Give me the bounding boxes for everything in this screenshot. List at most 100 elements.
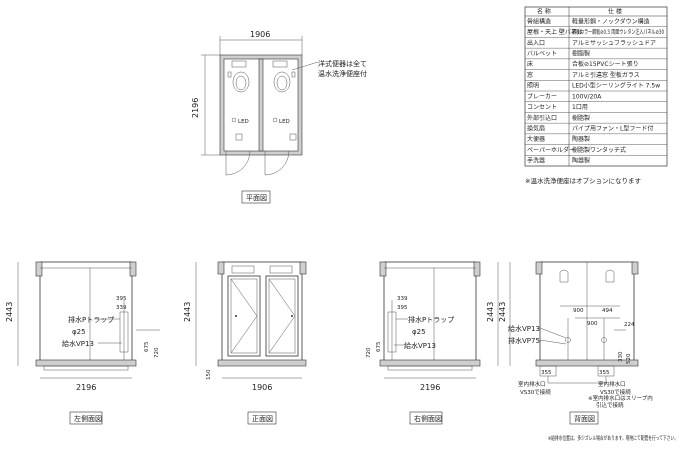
plan-view: LED LED 1906 2196 洋式便器は全て 温水洗浄便座付 平面図 xyxy=(191,30,367,204)
spec-row-name: コンセント xyxy=(527,104,557,111)
left-supply-label: 給水VP13 xyxy=(62,339,94,348)
spec-row-value: アルミ引違窓 型板ガラス xyxy=(572,71,640,79)
right-height-dim: 2443 xyxy=(486,302,495,322)
right-width-dim: 2196 xyxy=(420,383,440,392)
left-trap-label: 排水Pトラップ xyxy=(68,315,114,324)
left-dim-720: 720 xyxy=(154,347,160,358)
toilet-right xyxy=(272,60,291,93)
door-swing-left xyxy=(225,150,251,176)
spec-row-name: ブレーカー xyxy=(527,92,557,100)
spec-row-name: 外部引込口 xyxy=(527,114,557,122)
spec-row-value: アルミサッシュフラッシュドア xyxy=(572,40,656,47)
bottom-note: ※給排水位置は、多少ズレル場合があります。現地にて配管を行って下さい。 xyxy=(548,434,678,442)
door-swing-right xyxy=(264,150,290,176)
spec-row-value: 樹脂製 xyxy=(572,50,590,58)
front-width-dim: 1906 xyxy=(252,383,272,392)
spec-row-value: 陶器製 xyxy=(572,157,590,165)
right-dim-339: 339 xyxy=(397,296,408,302)
right-side-title: 右側面図 xyxy=(414,414,442,423)
back-drain-label: 排水VP75 xyxy=(508,336,540,345)
paper-holder-right xyxy=(291,71,296,78)
front-door-left xyxy=(227,275,261,357)
right-supply-label: 給水VP13 xyxy=(404,341,436,350)
spec-row-value: パイプ用ファン・L型フード付 xyxy=(572,125,653,133)
right-dim-675: 675 xyxy=(376,341,382,352)
back-inlet-note-1: ※室内排水口はスリーブ内 xyxy=(588,394,653,402)
plan-width-dim: 1906 xyxy=(250,30,270,39)
front-view: 1906 2443 150 正面図 xyxy=(183,261,307,425)
right-trap-label: 排水Pトラップ xyxy=(408,315,454,324)
vent-right xyxy=(289,133,297,141)
back-inlet-right-1: 室内排水口 xyxy=(598,380,626,388)
plan-partition xyxy=(258,58,264,152)
front-height-dim: 2443 xyxy=(183,302,192,322)
spec-row-name: 出入口 xyxy=(527,39,545,47)
back-inlet-note-2: 引込で接続 xyxy=(596,401,624,409)
spec-row-value: LED小型シーリングライト 7.5w xyxy=(572,82,660,90)
front-title: 正面図 xyxy=(252,415,273,423)
left-height-dim: 2443 xyxy=(5,302,14,322)
back-height-dim: 2443 xyxy=(498,302,507,322)
spec-row-name: 大便器 xyxy=(527,135,545,143)
spec-row-name: 床 xyxy=(527,60,533,68)
spec-row-value: 合板⊘15PVCシート張り xyxy=(572,60,639,68)
left-side-view: 2196 2443 395 339 排水Pトラップ φ25 給水VP13 675… xyxy=(5,261,160,425)
right-phi-25: φ25 xyxy=(412,328,426,336)
plan-note-line1: 洋式便器は全て xyxy=(318,59,367,68)
spec-row-value: 鋼板カラー鋼板⊘0.3 両面ウレタン注入パネル⊘30 xyxy=(572,28,664,36)
left-width-dim: 2196 xyxy=(76,383,96,392)
spec-row-name: バルベット xyxy=(527,51,557,58)
led-icon-left xyxy=(231,117,237,123)
back-title: 背面図 xyxy=(574,414,595,423)
toilet-left xyxy=(231,60,250,93)
left-phi-25: φ25 xyxy=(72,328,86,336)
spec-row-name: 骨組構造 xyxy=(527,17,551,25)
spec-row-value: 樹脂製 xyxy=(572,114,590,122)
spec-row-name: 窓 xyxy=(527,71,533,79)
spec-row-value: 1口用 xyxy=(572,104,588,111)
spec-row-value: 100V/20A xyxy=(572,93,602,100)
back-dim-224: 224 xyxy=(624,322,635,328)
led-label-right: LED xyxy=(279,119,290,125)
left-dim-675: 675 xyxy=(144,341,150,352)
back-supply-label: 給水VP13 xyxy=(508,324,540,333)
back-dim-900-b: 900 xyxy=(587,321,598,327)
spec-header-spec: 仕 様 xyxy=(608,8,622,16)
right-dim-720: 720 xyxy=(366,347,372,358)
right-dim-395: 395 xyxy=(397,305,408,311)
left-dim-339: 339 xyxy=(116,305,127,311)
spec-row-name: ペーパーホルダー xyxy=(527,146,575,154)
spec-footnote: ※温水洗浄便座はオプションになります xyxy=(525,176,641,185)
back-dim-900-a: 900 xyxy=(573,308,584,314)
spec-row-name: 換気扇 xyxy=(527,125,545,133)
spec-row-value: 陶器製 xyxy=(572,135,590,143)
back-dim-355-b: 355 xyxy=(599,370,610,376)
spec-header-name: 名 称 xyxy=(537,8,551,16)
left-side-title: 左側面図 xyxy=(74,414,102,423)
plan-height-dim: 2196 xyxy=(191,98,200,118)
paper-holder-left xyxy=(227,71,232,78)
spec-row-name: 屋根・天上 壁パネル xyxy=(527,28,583,36)
plan-title: 平面図 xyxy=(246,194,267,202)
front-dim-150: 150 xyxy=(206,369,212,380)
back-dim-494: 494 xyxy=(602,308,613,314)
back-inlet-right-2: VS30で接続 xyxy=(600,388,631,396)
led-label-left: LED xyxy=(238,119,249,125)
spec-row-value: 樹脂製ワンタッチ式 xyxy=(572,146,626,154)
vent-left xyxy=(235,133,243,141)
spec-row-value: 軽量形鋼・ノックダウン構造 xyxy=(572,17,650,25)
right-side-view: 2196 2443 720 675 339 395 排水Pトラップ φ25 給水… xyxy=(366,261,499,425)
front-door-right xyxy=(265,275,299,357)
plan-note-line2: 温水洗浄便座付 xyxy=(318,69,367,78)
left-dim-395: 395 xyxy=(116,296,127,302)
back-view: 900 494 900 224 給水VP13 排水VP75 330 520 35… xyxy=(498,261,653,425)
back-dim-355-a: 355 xyxy=(541,370,552,376)
spec-row-name: 手洗器 xyxy=(527,157,545,165)
back-inlet-left-1: 室内排水口 xyxy=(518,380,546,388)
spec-row-name: 照明 xyxy=(527,83,539,90)
back-dim-330: 330 xyxy=(618,351,624,362)
back-inlet-left-2: VS30で接続 xyxy=(520,388,551,396)
back-dim-520: 520 xyxy=(626,353,632,364)
